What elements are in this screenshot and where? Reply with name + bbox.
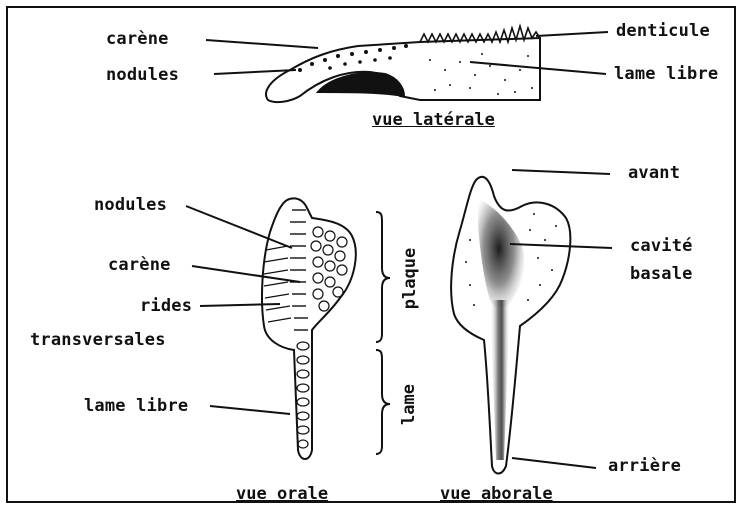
label-transversales: transversales (30, 332, 166, 349)
label-nodules-oral: nodules (94, 197, 167, 214)
label-arriere: arrière (608, 458, 681, 475)
caption-vue-laterale: vue latérale (372, 112, 495, 129)
aboral-outline (451, 177, 570, 474)
label-basale: basale (630, 266, 693, 283)
label-carene-oral: carène (108, 257, 171, 274)
lame-bracket (376, 350, 390, 454)
plaque-lame-brackets (376, 212, 390, 454)
plaque-bracket (376, 212, 390, 342)
label-nodules-lateral: nodules (106, 67, 179, 84)
leader-denticule (536, 32, 608, 36)
label-avant: avant (628, 165, 680, 182)
label-denticule: denticule (616, 23, 710, 40)
label-lame-libre-oral: lame libre (84, 398, 188, 415)
aboral-view-specimen (451, 177, 570, 474)
caption-vue-orale: vue orale (236, 486, 328, 503)
leader-carene-top (206, 40, 318, 48)
label-cavite: cavité (630, 238, 693, 255)
leader-arriere (512, 458, 596, 468)
label-rides: rides (140, 298, 192, 315)
caption-vue-aborale: vue aborale (440, 486, 553, 503)
oral-view-specimen (262, 198, 356, 459)
label-carene-lateral: carène (106, 31, 169, 48)
leader-avant (512, 170, 610, 174)
label-plaque: plaque (402, 248, 419, 309)
label-lame-libre-lateral: lame libre (614, 66, 718, 83)
leader-lame-libre-oral (210, 406, 290, 414)
label-lame: lame (401, 384, 418, 425)
